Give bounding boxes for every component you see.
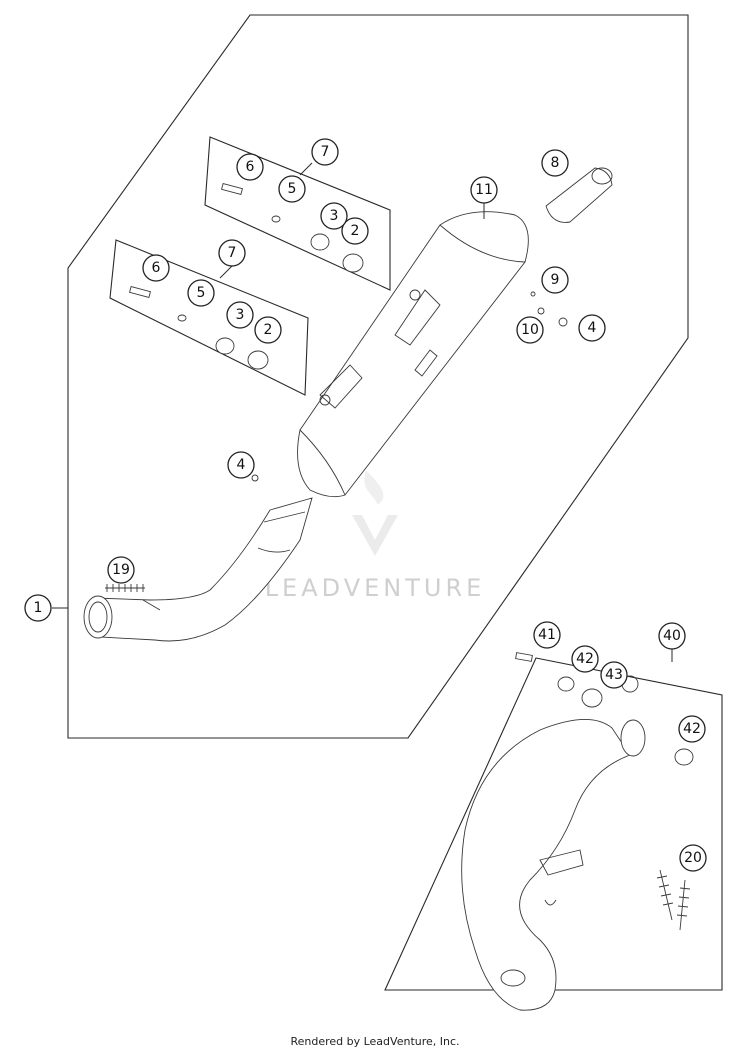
svg-text:42: 42 <box>576 651 594 667</box>
hardware-items <box>129 182 694 766</box>
callout-42: 42 <box>678 715 706 743</box>
callout-2: 2 <box>254 316 282 344</box>
svg-text:1: 1 <box>34 600 43 616</box>
svg-text:5: 5 <box>197 285 206 301</box>
svg-text:2: 2 <box>351 223 360 239</box>
main-assembly-frame <box>67 14 689 739</box>
svg-text:19: 19 <box>112 562 130 578</box>
end-cap <box>545 167 613 223</box>
svg-text:8: 8 <box>551 155 560 171</box>
callout-8: 8 <box>541 149 569 177</box>
watermark-text: LEADVENTURE <box>265 574 486 602</box>
callout-2: 2 <box>341 217 369 245</box>
callout-4: 4 <box>578 314 606 342</box>
svg-text:11: 11 <box>475 182 493 198</box>
svg-text:3: 3 <box>330 208 339 224</box>
callout-5: 5 <box>187 279 215 307</box>
callout-40: 40 <box>658 622 686 650</box>
callout-6: 6 <box>236 153 264 181</box>
callout-10: 10 <box>516 316 544 344</box>
callout-9: 9 <box>541 266 569 294</box>
callout-42: 42 <box>571 645 599 673</box>
footer-credit: Rendered by LeadVenture, Inc. <box>290 1035 460 1048</box>
callout-1: 1 <box>24 594 52 622</box>
callout-6: 6 <box>142 254 170 282</box>
springs <box>105 584 691 931</box>
svg-text:42: 42 <box>683 721 701 737</box>
callout-5: 5 <box>278 175 306 203</box>
svg-text:41: 41 <box>538 627 556 643</box>
callout-3: 3 <box>226 301 254 329</box>
svg-text:20: 20 <box>684 850 702 866</box>
callout-7: 7 <box>311 138 339 166</box>
callout-11: 11 <box>470 176 498 204</box>
callout-41: 41 <box>533 621 561 649</box>
silencer <box>297 211 529 498</box>
callout-19: 19 <box>107 556 135 584</box>
svg-text:10: 10 <box>521 322 539 338</box>
mid-pipe <box>83 497 313 642</box>
upper-mount-kit-frame <box>204 136 391 291</box>
lower-mount-kit-frame <box>109 239 309 396</box>
callout-20: 20 <box>679 844 707 872</box>
callout-43: 43 <box>600 661 628 689</box>
svg-text:9: 9 <box>551 272 560 288</box>
svg-text:4: 4 <box>588 320 597 336</box>
svg-text:4: 4 <box>237 457 246 473</box>
header-pipe <box>461 675 646 1011</box>
header-pipe-kit-frame <box>384 657 723 991</box>
svg-text:43: 43 <box>605 667 623 683</box>
svg-text:7: 7 <box>228 245 237 261</box>
svg-text:3: 3 <box>236 307 245 323</box>
callout-7: 7 <box>218 239 246 267</box>
svg-text:40: 40 <box>663 628 681 644</box>
callout-3: 3 <box>320 202 348 230</box>
watermark-logo <box>352 470 398 556</box>
leader-lines <box>52 162 673 662</box>
svg-text:2: 2 <box>264 322 273 338</box>
svg-text:6: 6 <box>152 260 161 276</box>
callout-4: 4 <box>227 451 255 479</box>
svg-text:5: 5 <box>288 181 297 197</box>
svg-text:7: 7 <box>321 144 330 160</box>
svg-text:6: 6 <box>246 159 255 175</box>
